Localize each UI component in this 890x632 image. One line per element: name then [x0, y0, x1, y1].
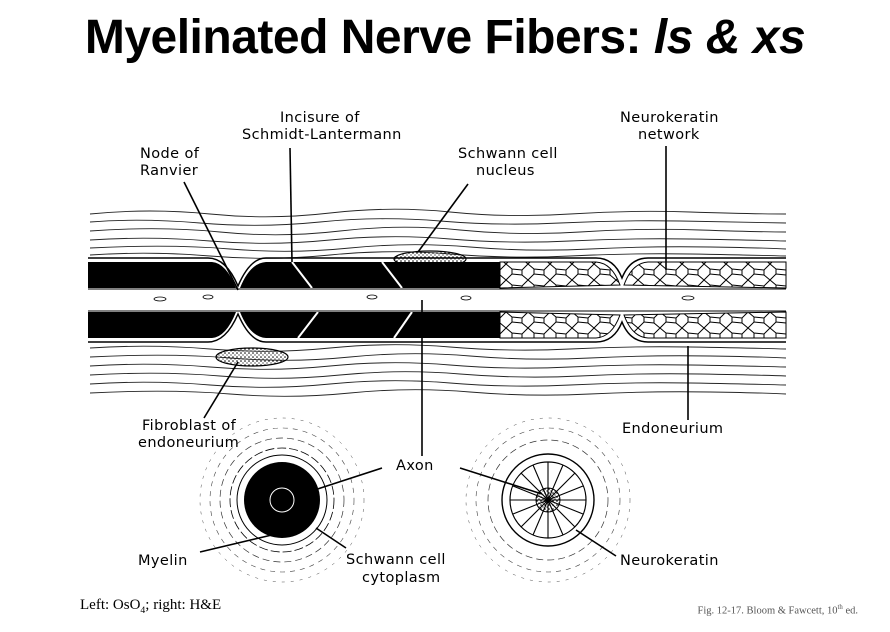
myelin-bottom-left: [88, 312, 236, 338]
label-neurokeratin-network-1: Neurokeratin: [620, 110, 719, 126]
label-node-1: Node of: [140, 146, 200, 162]
axon-longitudinal: [88, 288, 786, 312]
fibroblast: [215, 347, 289, 367]
label-schwann-nucleus-1: Schwann cell: [458, 146, 558, 162]
label-schwann-nucleus-2: nucleus: [476, 163, 535, 179]
schwann-nucleus: [393, 250, 467, 268]
neurokeratin-top: [499, 261, 787, 289]
caption-right-a: Fig. 12-17. Bloom & Fawcett, 10: [697, 605, 838, 617]
slide-title: Myelinated Nerve Fibers: ls & xs: [0, 10, 890, 65]
label-neurokeratin-network-2: network: [638, 127, 700, 143]
leader-lines: [183, 146, 689, 557]
stain-caption: Left: OsO4; right: H&E: [80, 597, 221, 616]
label-schwann-cytoplasm-2: cytoplasm: [362, 570, 441, 586]
label-myelin: Myelin: [138, 553, 188, 569]
label-fibroblast-2: endoneurium: [138, 435, 239, 451]
label-fibroblast-1: Fibroblast of: [142, 418, 237, 434]
myelin-top-left: [88, 262, 236, 288]
myelin-bottom-mid: [240, 312, 500, 338]
title-main: Myelinated Nerve Fibers:: [84, 11, 654, 64]
endoneurium-fibers: [89, 208, 787, 397]
cross-section-he: [465, 417, 631, 583]
caption-left-b: ; right: H&E: [145, 597, 222, 613]
label-incisure-2: Schmidt-Lantermann: [242, 127, 402, 143]
title-italic: ls & xs: [653, 11, 806, 64]
neurokeratin-bottom: [499, 311, 787, 339]
caption-left-a: Left: OsO: [80, 597, 141, 613]
label-incisure-1: Incisure of: [280, 110, 360, 126]
caption-left-sub: 4: [140, 605, 146, 616]
incisure-lines: [291, 261, 413, 339]
label-schwann-cytoplasm-1: Schwann cell: [346, 552, 446, 568]
label-axon: Axon: [396, 458, 434, 474]
label-endoneurium: Endoneurium: [622, 421, 723, 437]
label-node-2: Ranvier: [140, 163, 198, 179]
caption-right-sup: th: [837, 604, 843, 611]
caption-right-b: ed.: [842, 605, 858, 617]
label-neurokeratin: Neurokeratin: [620, 553, 719, 569]
figure-credit: Fig. 12-17. Bloom & Fawcett, 10th ed.: [698, 604, 858, 617]
cross-section-osmium: [199, 417, 365, 583]
myelin-top-mid: [240, 262, 500, 288]
